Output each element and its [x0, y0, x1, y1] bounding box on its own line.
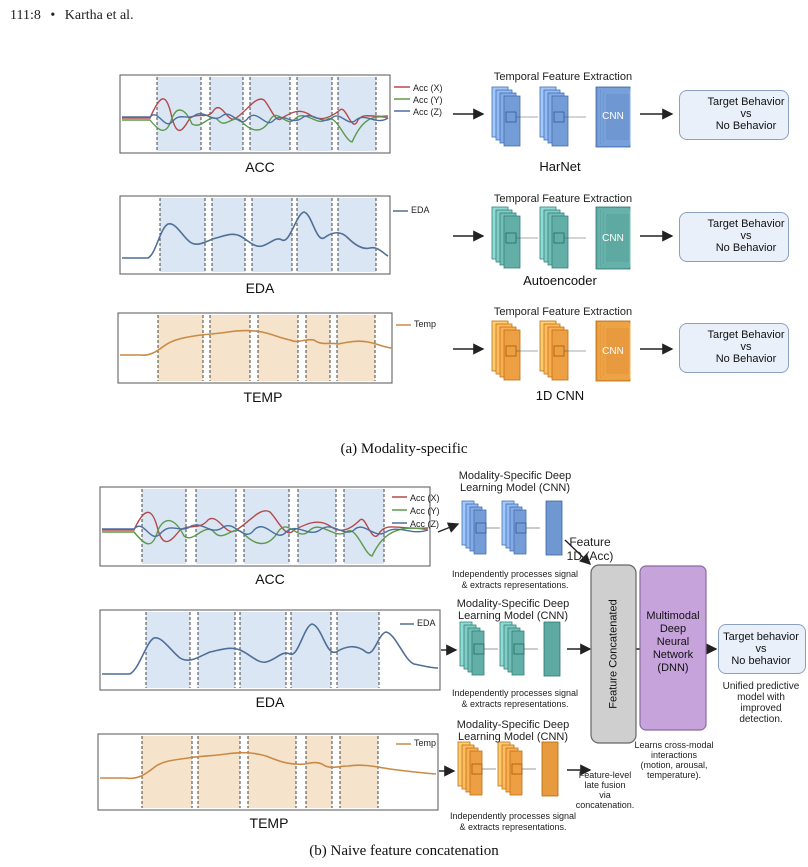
cnn-layer-plate — [503, 329, 521, 381]
fig-a-stage-title-temp: Temporal Feature Extraction — [493, 306, 633, 318]
cnn-output-depth — [604, 326, 631, 376]
fig-a-cnn-stack-temp — [491, 320, 631, 382]
fig-a-label-temp: TEMP — [243, 389, 283, 405]
cnn-output-depth — [604, 212, 631, 264]
fig-a-acc-legend-text: Acc (X) Acc (Y) Acc (Z) — [413, 83, 443, 117]
fig-b-temp-legend-text: Temp — [414, 738, 437, 748]
cnn-output-block — [595, 206, 631, 270]
fig-a-cnn-label-temp: CNN — [602, 346, 624, 357]
fig-b-cnn-stack-temp — [457, 741, 559, 797]
page-header: 111:8 • Kartha et al. — [10, 8, 134, 23]
fig-b-acc-legend — [392, 496, 407, 524]
feature-concatenated-block — [590, 564, 637, 744]
fig-b-caption: (b) Naive feature concatenation — [309, 843, 499, 859]
cnn-output-block — [595, 320, 631, 382]
fig-b-eda-legend-text: EDA — [417, 618, 436, 628]
fig-b-cnn-stack-acc — [461, 500, 563, 556]
concat-label: Feature Concatenated — [607, 599, 620, 709]
fig-b-label-eda: EDA — [255, 694, 285, 710]
fig-a-temp-panel — [117, 312, 393, 384]
fig-a-label-acc: ACC — [245, 159, 275, 175]
fig-b-note-acc: Independently processes signal& extracts… — [451, 569, 579, 590]
fig-a-cnn-stack-eda — [491, 206, 631, 270]
cnn-layer-plate — [551, 95, 569, 147]
fig-a-arrows — [453, 108, 674, 355]
cnn-layer-plate — [551, 215, 569, 269]
fig-a-stage-title-acc: Temporal Feature Extraction — [493, 71, 633, 83]
fig-b-temp-panel — [97, 733, 439, 811]
fig-a-output-box-acc — [679, 90, 789, 140]
fig-b-output-box — [718, 624, 806, 674]
fig-b-acc-panel — [99, 486, 431, 567]
authors: Kartha et al. — [64, 8, 134, 23]
cnn-output-block — [545, 500, 563, 556]
fig-a-eda-legend-text: EDA — [411, 205, 430, 215]
fig-b-label-temp: TEMP — [249, 815, 289, 831]
cnn-output-block — [541, 741, 559, 797]
fig-a-eda-panel — [119, 195, 391, 275]
fig-a-output-box-eda — [679, 212, 789, 262]
fig-a-cnn-label-acc: CNN — [602, 111, 624, 122]
fig-b-cnn-stack-eda — [459, 621, 561, 677]
fig-b-eda-panel — [99, 609, 441, 691]
fig-b-label-acc: ACC — [255, 571, 285, 587]
fig-a-model-autoencoder: Autoencoder — [523, 273, 597, 288]
fig-a-model-1dcnn: 1D CNN — [535, 388, 585, 403]
fig-a-acc-legend — [394, 86, 410, 112]
fig-a-stage-title-eda: Temporal Feature Extraction — [493, 193, 633, 205]
fig-b-arrows — [437, 522, 718, 777]
concat-label-wrap: Feature Concatenated — [591, 565, 636, 743]
fig-a-temp-legend-text: Temp — [414, 319, 437, 329]
cnn-output-depth — [604, 92, 631, 142]
fig-a-cnn-stack-acc — [491, 86, 631, 148]
cnn-layer-plate — [503, 215, 521, 269]
fig-b-note-temp: Independently processes signal& extracts… — [449, 811, 577, 832]
cnn-layer-plate — [503, 95, 521, 147]
fig-a-cnn-label-eda: CNN — [602, 233, 624, 244]
fig-a-caption: (a) Modality-specific — [340, 441, 468, 457]
fig-a-output-box-temp — [679, 323, 789, 373]
cnn-output-block — [543, 621, 561, 677]
fig-b-note-eda: Independently processes signal& extracts… — [451, 688, 579, 709]
fig-b-acc-legend-text: Acc (X) Acc (Y) Acc (Z) — [410, 493, 440, 529]
dnn-block — [639, 565, 707, 731]
page-number: 111:8 — [10, 8, 41, 23]
cnn-output-block — [595, 86, 631, 148]
fig-a-acc-panel — [119, 74, 391, 154]
fig-a-model-harnet: HarNet — [539, 159, 581, 174]
cnn-layer-plate — [551, 329, 569, 381]
fig-a-label-eda: EDA — [245, 280, 275, 296]
